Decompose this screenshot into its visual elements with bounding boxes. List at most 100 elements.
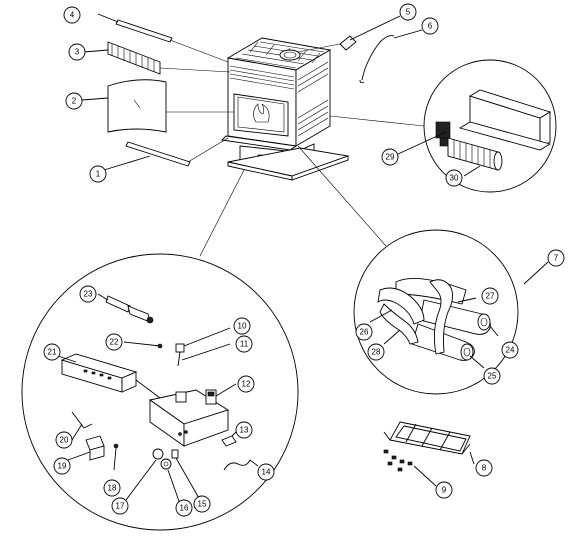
callout-balloon [237, 375, 255, 393]
callout-label: 21 [48, 348, 57, 357]
callout-balloon [475, 459, 493, 477]
callout-balloon [175, 499, 193, 517]
callout-label: 15 [198, 500, 207, 509]
callout-label: 7 [554, 254, 559, 263]
callout-label: 6 [428, 22, 433, 31]
top-grille [235, 41, 325, 69]
callout-label: 9 [442, 486, 447, 495]
callout-balloon [501, 341, 519, 359]
callout-11: 11 [235, 335, 253, 353]
callout-2: 2 [65, 92, 83, 110]
callout-16: 16 [175, 499, 193, 517]
part-18 [113, 443, 119, 471]
callout-label: 10 [238, 322, 247, 331]
callout-balloon [233, 317, 251, 335]
callout-label: 24 [506, 346, 515, 355]
part-latch-5 [297, 15, 401, 53]
callout-balloon [111, 497, 129, 515]
callout-label: 18 [108, 484, 117, 493]
callout-30: 30 [445, 169, 463, 187]
callout-29: 29 [381, 148, 399, 166]
log-branch [377, 279, 453, 355]
callout-label: 8 [482, 464, 487, 473]
callout-7: 7 [547, 249, 565, 267]
stove-body [221, 37, 350, 181]
callout-label: 11 [240, 340, 249, 349]
part-hardware-9 [383, 449, 437, 487]
callout-balloon [63, 6, 81, 24]
callout-18: 18 [103, 479, 121, 497]
callout-balloon [235, 335, 253, 353]
callout-balloon [483, 367, 501, 385]
part-glass-2 [81, 79, 234, 133]
callout-label: 4 [70, 11, 75, 20]
callout-25: 25 [483, 367, 501, 385]
callout-label: 5 [406, 8, 411, 17]
callout-label: 20 [60, 436, 69, 445]
control-detail [21, 169, 299, 531]
log-set-detail [297, 145, 549, 395]
callout-3: 3 [68, 43, 86, 61]
callout-balloon [435, 481, 453, 499]
part-key-20 [71, 411, 93, 441]
part-burner-21 [57, 353, 138, 393]
callout-label: 3 [75, 48, 80, 57]
part-valve-19 [67, 435, 105, 461]
flame-glyph [253, 103, 270, 123]
callout-balloon [55, 431, 73, 449]
callout-15: 15 [193, 495, 211, 513]
callout-label: 26 [360, 328, 369, 337]
callout-label: 12 [242, 380, 251, 389]
callout-26: 26 [355, 323, 373, 341]
part-bar-1 [103, 137, 229, 171]
fan-cylinder [435, 121, 503, 171]
callout-balloon [103, 479, 121, 497]
callout-label: 16 [180, 504, 189, 513]
callout-8: 8 [475, 459, 493, 477]
door-window [233, 93, 289, 137]
flue-collar [279, 49, 301, 61]
part-wire-14 [223, 459, 259, 471]
callout-14: 14 [257, 463, 275, 481]
part-igniter-12 [205, 383, 237, 405]
part-bracket-10-11 [175, 327, 231, 367]
callout-balloon [68, 43, 86, 61]
callout-balloon [421, 17, 439, 35]
callout-balloon [193, 495, 211, 513]
part-knobs-15-17 [125, 448, 201, 505]
callout-balloon [367, 343, 385, 361]
callout-balloon [79, 285, 97, 303]
callout-5: 5 [399, 3, 417, 21]
callout-balloon [547, 249, 565, 267]
callout-19: 19 [53, 457, 71, 475]
part-clip-13 [221, 429, 239, 447]
callout-12: 12 [237, 375, 255, 393]
callout-label: 1 [96, 170, 101, 179]
callout-balloon [65, 92, 83, 110]
callout-label: 30 [450, 174, 459, 183]
callout-23: 23 [79, 285, 97, 303]
part-grate-8 [383, 421, 475, 465]
callout-balloon [105, 333, 123, 351]
callout-balloon [53, 457, 71, 475]
side-louvres [297, 61, 329, 137]
part-knob-23 [97, 293, 154, 324]
callout-balloon [445, 169, 463, 187]
callout-label: 28 [372, 348, 381, 357]
callout-28: 28 [367, 343, 385, 361]
callout-balloon [43, 343, 61, 361]
callout-label: 14 [262, 468, 271, 477]
callout-label: 17 [116, 502, 125, 511]
callout-20: 20 [55, 431, 73, 449]
callout-label: 13 [240, 426, 249, 435]
callout-balloon [355, 323, 373, 341]
callout-24: 24 [501, 341, 519, 359]
callout-21: 21 [43, 343, 61, 361]
callout-balloon [89, 165, 107, 183]
callout-balloon [381, 148, 399, 166]
part-rod-4 [97, 13, 229, 63]
callout-label: 2 [72, 97, 77, 106]
callout-balloon [399, 3, 417, 21]
callout-label: 29 [386, 153, 395, 162]
